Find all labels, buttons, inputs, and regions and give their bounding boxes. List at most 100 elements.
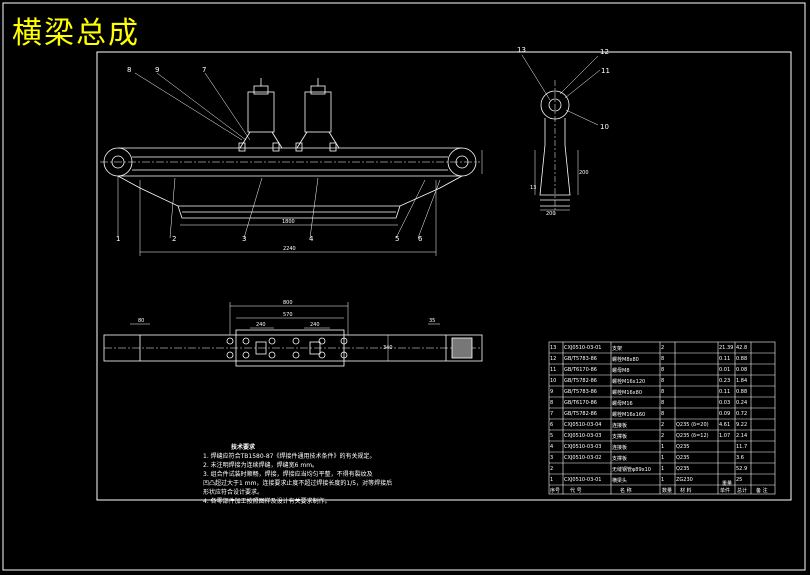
bom-cell: 42.8 xyxy=(736,345,748,351)
bom-cell: ZG230 xyxy=(676,477,693,483)
callout-12: 12 xyxy=(600,48,609,56)
bom-cell: 1 xyxy=(661,466,665,472)
dim-plan-total: 800 xyxy=(283,300,293,306)
dim-plan-end-right: 35 xyxy=(429,318,436,324)
bom-cell: 0.88 xyxy=(736,356,748,362)
bom-cell: 0.24 xyxy=(736,400,748,406)
callout-6: 6 xyxy=(418,235,423,243)
dim-plan-end-left: 80 xyxy=(138,318,145,324)
bom-cell: 11 xyxy=(550,367,557,373)
bom-cell: 螺栓M16x120 xyxy=(612,379,646,385)
dim-plan-right: 240 xyxy=(310,322,320,328)
callout-9: 9 xyxy=(155,66,160,74)
bom-cell: 2.14 xyxy=(736,433,748,439)
bom-cell: 2 xyxy=(661,433,665,439)
bom-cell: 1 xyxy=(661,455,665,461)
tech-item: 2. 未注明焊接为连续焊缝，焊缝宽6 mm。 xyxy=(203,462,319,469)
bom-cell: CXJ0510-03-01 xyxy=(564,345,602,351)
plan-view xyxy=(103,302,483,367)
drawing-frame xyxy=(96,51,792,501)
bom-cell: 8 xyxy=(661,367,665,373)
bom-cell: 1 xyxy=(661,444,665,450)
bom-cell: 5 xyxy=(550,433,554,439)
bom-cell: 0.11 xyxy=(719,356,731,362)
bom-cell: 2 xyxy=(550,466,554,472)
bom-cell: 4.61 xyxy=(719,422,731,428)
bom-cell: GB/T6170-86 xyxy=(564,400,597,406)
callout-10: 10 xyxy=(600,123,609,131)
bom-cell: 13 xyxy=(550,345,557,351)
tech-item: 4. 各零部件加工按照图样及设计有关要求制作。 xyxy=(203,498,331,505)
bom-cell: CXJ0510-03-01 xyxy=(564,477,602,483)
bom-header: 备 注 xyxy=(756,488,768,494)
bom-cell: 螺栓M8x80 xyxy=(612,357,639,363)
bom-cell: 连接板 xyxy=(612,423,628,429)
bom-cell: 支撑板 xyxy=(612,434,628,440)
callout-11: 11 xyxy=(601,67,610,75)
bom-cell: 螺栓M16x160 xyxy=(612,412,646,418)
bom-cell: Q235 xyxy=(676,455,690,461)
bom-cell: CXJ0510-03-03 xyxy=(564,433,602,439)
bom-cell: 支架 xyxy=(612,346,623,352)
dim-side-width: 200 xyxy=(546,211,556,217)
bom-cell: Q235 (δ=12) xyxy=(676,433,709,439)
bom-cell: GB/T5782-86 xyxy=(564,378,597,384)
bom-cell: Q235 xyxy=(676,444,690,450)
bom-cell: 0.23 xyxy=(719,378,731,384)
bom-cell: 0.11 xyxy=(719,389,731,395)
callout-1: 1 xyxy=(116,235,121,243)
dim-side-height: 200 xyxy=(579,170,589,176)
bom-cell: 螺栓M16x80 xyxy=(612,390,642,396)
tech-heading: 技术要求 xyxy=(231,444,256,451)
callout-5: 5 xyxy=(395,235,400,243)
bom-cell: 4 xyxy=(550,444,554,450)
bom-cell: GB/T6170-86 xyxy=(564,367,597,373)
bom-cell: 1.07 xyxy=(719,433,731,439)
bom-cell: 3.6 xyxy=(736,455,744,461)
bom-cell: 螺母M8 xyxy=(612,368,630,374)
bom-cell: 0.08 xyxy=(736,367,748,373)
bom-header: 代 号 xyxy=(570,488,582,494)
bom-cell: 3 xyxy=(550,455,554,461)
front-view xyxy=(100,72,483,256)
tech-item: 1. 焊缝应符合TB1580-87《焊接件通用技术条件》的有关规定。 xyxy=(203,453,376,460)
bom-cell: CXJ0510-03-02 xyxy=(564,455,602,461)
bom-cell: 8 xyxy=(661,389,665,395)
bom-cell: 8 xyxy=(550,400,554,406)
bom-cell: 9.22 xyxy=(736,422,748,428)
bom-cell: CXJ0510-03-03 xyxy=(564,444,602,450)
bom-cell: 21.39 xyxy=(719,345,734,351)
callout-7: 7 xyxy=(202,66,207,74)
dim-plan-left: 240 xyxy=(256,322,266,328)
tech-item: 3. 组合件试装时顺畅，焊接，焊接应当均匀平整，不得有裂纹及 xyxy=(203,471,373,478)
bom-cell: 2 xyxy=(661,345,665,351)
bom-cell: 12 xyxy=(550,356,557,362)
bom-cell: 支撑板 xyxy=(612,456,628,462)
bom-cell: 52.9 xyxy=(736,466,748,472)
bom-cell: 螺母M16 xyxy=(612,401,633,407)
bom-cell: CXJ0510-03-04 xyxy=(564,422,602,428)
dim-plan-mid: 570 xyxy=(283,312,293,318)
dim-side-low: 13 xyxy=(530,185,537,191)
bom-cell: 6 xyxy=(550,422,554,428)
bom-header: 数量 xyxy=(662,488,673,494)
bom-cell: 8 xyxy=(661,356,665,362)
bom-cell: 0.09 xyxy=(719,411,731,417)
bom-cell: Q235 (δ=20) xyxy=(676,422,709,428)
tech-requirements: 技术要求 1. 焊缝应符合TB1580-87《焊接件通用技术条件》的有关规定。 … xyxy=(203,443,433,506)
bom-cell: 0.03 xyxy=(719,400,731,406)
bom-cell: 2 xyxy=(661,422,665,428)
drawing-title: 横梁总成 xyxy=(12,16,140,51)
bom-cell: 8 xyxy=(661,378,665,384)
tech-item: 形状应符合设计要求。 xyxy=(203,489,264,496)
bom-cell: 连接板 xyxy=(612,445,628,451)
bom-cell: 1.84 xyxy=(736,378,748,384)
bom-cell: 8 xyxy=(661,411,665,417)
bom-cell: 0.72 xyxy=(736,411,748,417)
bom-cell: 8 xyxy=(661,400,665,406)
callout-4: 4 xyxy=(309,235,314,243)
callout-8: 8 xyxy=(127,66,132,74)
tech-item: 凹凸超过大于1 mm，连接要求止度不超过焊接长度的1/5，对等焊接后 xyxy=(203,480,393,487)
